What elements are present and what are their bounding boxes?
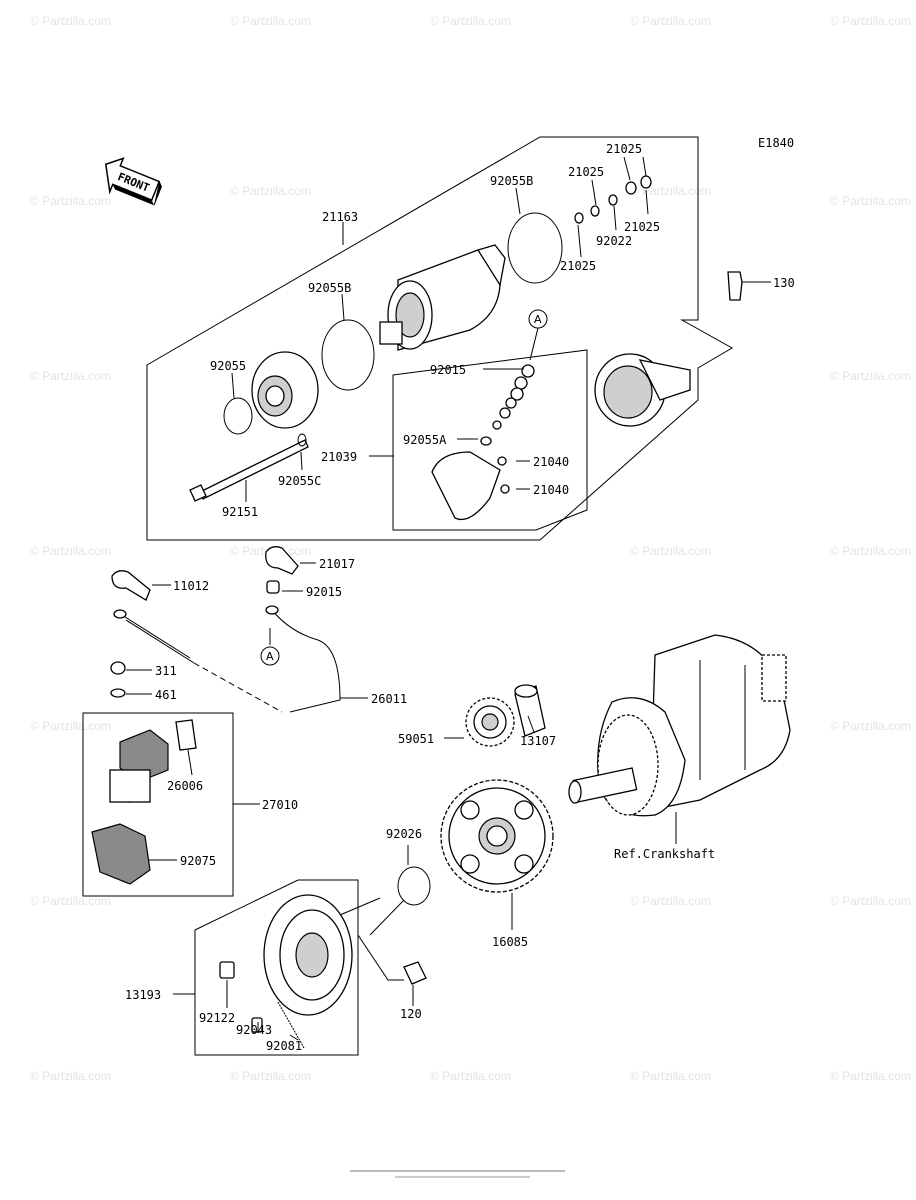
watermark: © Partzilla.com [30,369,111,383]
front-arrow-icon: FRONT [104,157,162,206]
watermark: © Partzilla.com [230,14,311,28]
watermark: © Partzilla.com [830,1069,911,1083]
marker-a-label: A [534,313,542,326]
watermark: © Partzilla.com [830,14,911,28]
callout-92055: 92055 [210,359,246,373]
callout-92151: 92151 [222,505,258,519]
callouts: 21025 21025 21025 92022 21025 92055B 211… [125,142,795,1053]
callout-21017: 21017 [319,557,355,571]
callout-21163: 21163 [322,210,358,224]
starter-assembly-outline [146,136,734,541]
watermark: © Partzilla.com [630,544,711,558]
starter-clutch [194,879,427,1056]
watermark: © Partzilla.com [630,184,711,198]
callout-59051: 59051 [398,732,434,746]
callout-16085: 16085 [492,935,528,949]
starter-cables [110,546,341,713]
callout-311: 311 [155,664,177,678]
callout-92055b: 92055B [490,174,533,188]
watermark: © Partzilla.com [630,894,711,908]
callout-26011: 26011 [371,692,407,706]
watermark-dark: © Partzilla.com [30,719,111,733]
watermark: © Partzilla.com [30,544,111,558]
washers [480,175,652,494]
callout-120: 120 [400,1007,422,1021]
callout-13107: 13107 [520,734,556,748]
footer-fine-print [350,1170,565,1178]
watermark: © Partzilla.com [830,369,911,383]
connector-marker-a: A [528,309,548,329]
callout-92022: 92022 [596,234,632,248]
callout-21025: 21025 [560,259,596,273]
watermark: © Partzilla.com [30,14,111,28]
watermark: © Partzilla.com [830,544,911,558]
callout-461: 461 [155,688,177,702]
callout-27010: 27010 [262,798,298,812]
watermark: © Partzilla.com [430,1069,511,1083]
o-rings [223,212,563,447]
callout-92015: 92015 [430,363,466,377]
ref-crankshaft-label: Ref.Crankshaft [614,847,715,861]
callout-92055a: 92055A [403,433,447,447]
watermark: © Partzilla.com [830,894,911,908]
callout-21040: 21040 [533,483,569,497]
marker-a-label: A [266,650,274,663]
watermark: © Partzilla.com [30,1069,111,1083]
callout-92026: 92026 [386,827,422,841]
callout-92081: 92081 [266,1039,302,1053]
callout-92015: 92015 [306,585,342,599]
watermark: © Partzilla.com [830,194,911,208]
watermark: © Partzilla.com [30,894,111,908]
watermark: © Partzilla.com [830,719,911,733]
callout-92075: 92075 [180,854,216,868]
callout-21025: 21025 [568,165,604,179]
relay-box [82,712,234,897]
callout-92055b: 92055B [308,281,351,295]
callout-26006: 26006 [167,779,203,793]
starter-motor [189,244,743,521]
watermark: © Partzilla.com [230,1069,311,1083]
callout-21025: 21025 [606,142,642,156]
callout-92043: 92043 [236,1023,272,1037]
watermark: © Partzilla.com [630,14,711,28]
callout-21039: 21039 [321,450,357,464]
connector-marker-a: A [260,646,280,666]
callout-92122: 92122 [199,1011,235,1025]
watermark: © Partzilla.com [30,194,111,208]
callout-21025: 21025 [624,220,660,234]
callout-21040: 21040 [533,455,569,469]
leader-lines [126,156,771,1041]
callout-130: 130 [773,276,795,290]
crankshaft [568,634,791,817]
diagram-code: E1840 [758,136,794,150]
watermark: © Partzilla.com [230,184,311,198]
callout-92055c: 92055C [278,474,321,488]
callout-13193: 13193 [125,988,161,1002]
watermark-layer: © Partzilla.com © Partzilla.com © Partzi… [30,14,911,1083]
watermark: © Partzilla.com [430,14,511,28]
watermark: © Partzilla.com [630,1069,711,1083]
gears [397,684,554,906]
callout-11012: 11012 [173,579,209,593]
